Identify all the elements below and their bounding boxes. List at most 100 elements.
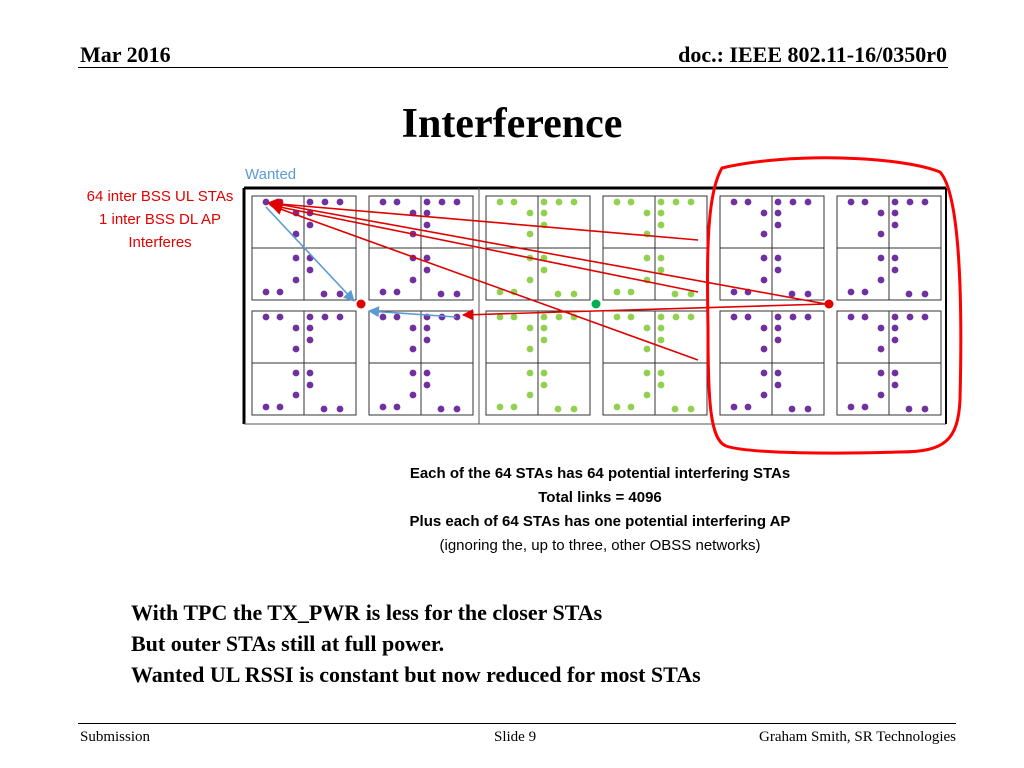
sta-dot-green — [687, 405, 695, 413]
sta-dot-green — [657, 266, 665, 274]
sta-dot-purple — [292, 324, 300, 332]
sta-dot-purple — [891, 209, 899, 217]
sta-dot-purple — [423, 266, 431, 274]
sta-dot-purple — [393, 313, 401, 321]
sta-dot-purple — [877, 276, 885, 284]
sta-dot-purple — [306, 221, 314, 229]
sta-dot-green — [627, 313, 635, 321]
sta-dot-purple — [262, 403, 270, 411]
sta-dot-green — [526, 324, 534, 332]
sta-dot-green — [657, 209, 665, 217]
sta-dot-green — [671, 290, 679, 298]
sta-dot-purple — [877, 230, 885, 238]
sta-dot-purple — [438, 198, 446, 206]
sta-dot-purple — [262, 288, 270, 296]
sta-dot-green — [643, 391, 651, 399]
sta-dot-purple — [423, 209, 431, 217]
sta-dot-purple — [905, 405, 913, 413]
sta-dot-purple — [804, 405, 812, 413]
bss-cell — [485, 195, 591, 301]
sta-dot-purple — [906, 198, 914, 206]
sta-dot-purple — [891, 336, 899, 344]
sta-dot-purple — [276, 313, 284, 321]
sta-dot-green — [510, 313, 518, 321]
sta-dot-purple — [906, 313, 914, 321]
sta-dot-purple — [891, 266, 899, 274]
sta-dot-purple — [760, 391, 768, 399]
sta-dot-green — [510, 198, 518, 206]
sta-dot-purple — [453, 405, 461, 413]
sta-dot-green — [570, 290, 578, 298]
sta-dot-green — [627, 288, 635, 296]
sta-dot-purple — [393, 198, 401, 206]
diagram-caption: Each of the 64 STAs has 64 potential int… — [370, 462, 830, 558]
sta-dot-purple — [409, 391, 417, 399]
sta-dot-purple — [760, 209, 768, 217]
sta-dot-purple — [804, 198, 812, 206]
sta-dot-purple — [336, 405, 344, 413]
sta-dot-purple — [774, 324, 782, 332]
sta-dot-purple — [730, 288, 738, 296]
sta-dot-purple — [877, 369, 885, 377]
caption-line-4: (ignoring the, up to three, other OBSS n… — [439, 537, 761, 554]
bss-cell — [836, 310, 942, 416]
sta-dot-purple — [730, 198, 738, 206]
bss-cell — [836, 195, 942, 301]
slide-title: Interference — [401, 101, 623, 147]
sta-dot-purple — [774, 254, 782, 262]
sta-dot-green — [627, 403, 635, 411]
sta-dot-green — [643, 254, 651, 262]
sta-dot-green — [540, 209, 548, 217]
sta-dot-purple — [847, 288, 855, 296]
sta-dot-purple — [774, 313, 782, 321]
sta-dot-purple — [774, 266, 782, 274]
sta-dot-green — [613, 288, 621, 296]
sta-dot-green — [657, 369, 665, 377]
wanted-arrow — [265, 206, 355, 302]
sta-dot-purple — [891, 369, 899, 377]
sta-dot-purple — [292, 230, 300, 238]
body-line-3: Wanted UL RSSI is constant but now reduc… — [131, 662, 701, 687]
sta-dot-purple — [453, 290, 461, 298]
sta-dot-green — [570, 405, 578, 413]
sta-dot-purple — [437, 405, 445, 413]
sta-dot-purple — [321, 313, 329, 321]
sta-dot-green — [540, 369, 548, 377]
footer-left: Submission — [80, 729, 151, 745]
sta-dot-green — [657, 198, 665, 206]
sta-dot-purple — [744, 198, 752, 206]
sta-dot-purple — [320, 290, 328, 298]
sta-dot-purple — [306, 198, 314, 206]
sta-dot-purple — [760, 324, 768, 332]
caption-line-2: Total links = 4096 — [538, 489, 662, 506]
footer-rule — [78, 723, 956, 724]
sta-dot-purple — [788, 290, 796, 298]
sta-dot-purple — [788, 405, 796, 413]
sta-dot-green — [540, 336, 548, 344]
sta-dot-purple — [774, 209, 782, 217]
sta-dot-purple — [921, 313, 929, 321]
sta-dot-purple — [760, 369, 768, 377]
highlight-loop — [706, 156, 963, 455]
sta-dot-green — [540, 313, 548, 321]
sta-dot-purple — [847, 313, 855, 321]
sta-dot-purple — [744, 403, 752, 411]
sta-dot-green — [554, 290, 562, 298]
sta-dot-purple — [861, 288, 869, 296]
sta-dot-purple — [730, 403, 738, 411]
sta-dot-green — [657, 324, 665, 332]
sta-dot-purple — [891, 254, 899, 262]
sta-dot-green — [496, 313, 504, 321]
sta-dot-purple — [861, 403, 869, 411]
header-rule — [78, 67, 948, 68]
sta-dot-purple — [921, 290, 929, 298]
bss-cell — [719, 310, 825, 416]
sta-dot-purple — [306, 266, 314, 274]
sta-dot-green — [627, 198, 635, 206]
sta-dot-green — [643, 345, 651, 353]
footer-slide-number: Slide 9 — [494, 729, 537, 745]
sta-dot-purple — [760, 345, 768, 353]
sta-dot-green — [540, 381, 548, 389]
sta-dot-purple — [891, 324, 899, 332]
sta-dot-green — [554, 405, 562, 413]
